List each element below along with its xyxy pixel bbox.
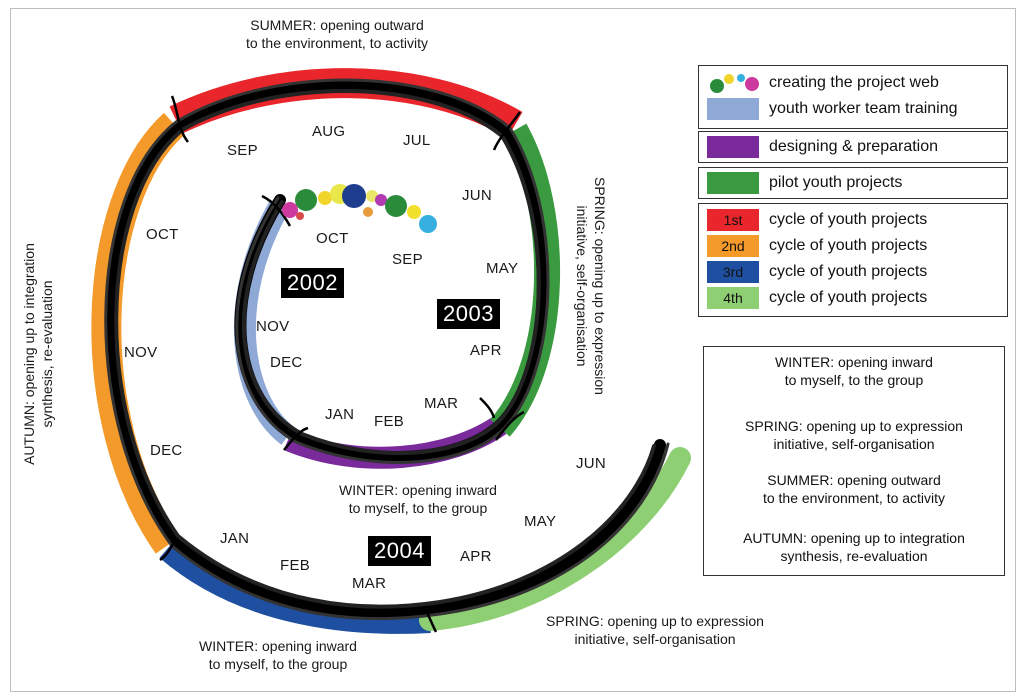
month-2004-may: MAY (524, 513, 557, 530)
cycle1-tag: 1st (723, 212, 743, 228)
year-2002: 2002 (281, 268, 344, 298)
training-swatch (707, 98, 759, 120)
summer-caption-line2: to the environment, to activity (245, 35, 429, 51)
legend-text-cycle3: cycle of youth projects (769, 263, 928, 280)
cycle3-tag: 3rd (722, 264, 744, 280)
month-oct: OCT (146, 226, 179, 243)
year-2003: 2003 (437, 299, 500, 329)
spring-bottom-line2: initiative, self-organisation (574, 631, 736, 647)
month-jul: JUL (403, 132, 431, 149)
legend-text-pilot: pilot youth projects (769, 174, 903, 191)
month-aug: AUG (312, 123, 346, 140)
month-2004-apr: APR (460, 548, 492, 565)
cycle4-arc (419, 447, 691, 631)
legend-text-cycle1: cycle of youth projects (769, 211, 928, 228)
year-2004: 2004 (368, 536, 431, 566)
spring-bottom-line1: SPRING: opening up to expression (546, 613, 764, 629)
autumn-vertical-line2: synthesis, re-evaluation (39, 280, 55, 428)
winter-inner-line1: WINTER: opening inward (339, 482, 497, 498)
legend-pilot-box: pilot youth projects (698, 167, 1008, 199)
legend-designing-box: designing & preparation (698, 131, 1008, 163)
month-inner-feb: FEB (374, 413, 405, 430)
season-spring-line2: initiative, self-organisation (773, 436, 935, 452)
diagram-frame (10, 8, 1016, 692)
cycle1-swatch: 1st (707, 209, 759, 231)
spring-vertical-line2: initiative, self-organisation (574, 205, 590, 367)
spring-caption-vertical: SPRING: opening up to expression initiat… (573, 151, 609, 421)
junction-ticks (159, 95, 525, 633)
month-inner-jan: JAN (325, 406, 355, 423)
legend-row-cycle3: 3rd cycle of youth projects (707, 261, 927, 283)
month-2004-jun: JUN (576, 455, 607, 472)
legend-row-cycle1: 1st cycle of youth projects (707, 209, 927, 231)
winter-inner-line2: to myself, to the group (348, 500, 488, 516)
autumn-caption-vertical: AUTUMN: opening up to integration synthe… (20, 219, 56, 489)
month-dec: DEC (150, 442, 183, 459)
month-jun: JUN (462, 187, 493, 204)
season-winter-line1: WINTER: opening inward (775, 354, 933, 370)
season-spring: SPRING: opening up to expression initiat… (704, 417, 1004, 453)
project-web-swatch (707, 72, 759, 94)
cycle4-swatch: 4th (707, 287, 759, 309)
month-inner-oct: OCT (316, 230, 349, 247)
month-2004-jan: JAN (220, 530, 250, 547)
season-autumn-line1: AUTUMN: opening up to integration (743, 530, 965, 546)
month-apr: APR (470, 342, 502, 359)
month-inner-dec: DEC (270, 354, 303, 371)
summer-caption-top: SUMMER: opening outward to the environme… (232, 16, 442, 52)
month-sep: SEP (227, 142, 258, 159)
season-summer: SUMMER: opening outward to the environme… (704, 471, 1004, 507)
winter-caption-bottom: WINTER: opening inward to myself, to the… (178, 637, 378, 673)
cycle2-tag: 2nd (721, 238, 745, 254)
cycle4-tag: 4th (723, 290, 743, 306)
winter-bottom-line2: to myself, to the group (208, 656, 348, 672)
colored-dots-icon (710, 74, 759, 93)
month-nov: NOV (124, 344, 158, 361)
month-inner-nov: NOV (256, 318, 290, 335)
season-spring-line1: SPRING: opening up to expression (745, 418, 963, 434)
black-spiral-line (104, 78, 670, 621)
month-2004-feb: FEB (280, 557, 311, 574)
legend-row-pilot: pilot youth projects (707, 172, 902, 194)
season-winter: WINTER: opening inward to myself, to the… (704, 353, 1004, 389)
cycle2-swatch: 2nd (707, 235, 759, 257)
designing-swatch (707, 136, 759, 158)
month-inner-sep: SEP (392, 251, 423, 268)
legend-cycles-box: 1st cycle of youth projects 2nd cycle of… (698, 203, 1008, 317)
season-winter-line2: to myself, to the group (784, 372, 924, 388)
season-summer-line1: SUMMER: opening outward (767, 472, 941, 488)
season-summer-line2: to the environment, to activity (762, 490, 946, 506)
pilot-swatch (707, 172, 759, 194)
season-autumn: AUTUMN: opening up to integration synthe… (704, 529, 1004, 565)
legend-row-cycle4: 4th cycle of youth projects (707, 287, 927, 309)
legend-text-cycle4: cycle of youth projects (769, 289, 928, 306)
legend-text-training: youth worker team training (769, 100, 958, 117)
legend-project-web-box: creating the project web youth worker te… (698, 65, 1008, 129)
legend-row-designing: designing & preparation (707, 136, 938, 158)
legend-row-project-web: creating the project web (707, 72, 939, 94)
summer-caption-line1: SUMMER: opening outward (250, 17, 424, 33)
legend-text-project-web: creating the project web (769, 74, 939, 91)
project-web-dots (282, 184, 437, 233)
legend-row-cycle2: 2nd cycle of youth projects (707, 235, 927, 257)
spring-caption-bottom: SPRING: opening up to expression initiat… (530, 612, 780, 648)
spring-vertical-line1: SPRING: opening up to expression (592, 177, 608, 395)
month-2004-mar: MAR (352, 575, 387, 592)
winter-caption-inner: WINTER: opening inward to myself, to the… (318, 481, 518, 517)
cycle3-swatch: 3rd (707, 261, 759, 283)
month-inner-mar: MAR (424, 395, 459, 412)
legend-text-designing: designing & preparation (769, 138, 939, 155)
autumn-vertical-line1: AUTUMN: opening up to integration (21, 243, 37, 465)
month-may: MAY (486, 260, 519, 277)
legend-row-training: youth worker team training (707, 98, 958, 120)
legend-text-cycle2: cycle of youth projects (769, 237, 928, 254)
winter-bottom-line1: WINTER: opening inward (199, 638, 357, 654)
seasons-legend-box: WINTER: opening inward to myself, to the… (703, 346, 1005, 576)
season-autumn-line2: synthesis, re-evaluation (780, 548, 928, 564)
